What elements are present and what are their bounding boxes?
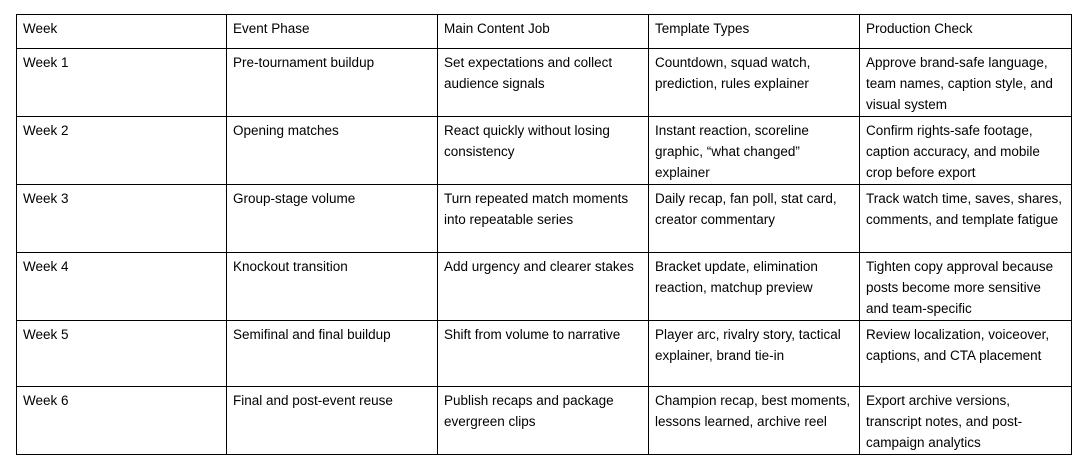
cell-main-content-job: Add urgency and clearer stakes [437, 252, 649, 321]
header-week: Week [16, 14, 227, 49]
cell-week: Week 5 [16, 320, 227, 387]
cell-event-phase: Group-stage volume [226, 184, 438, 253]
cell-week: Week 4 [16, 252, 227, 321]
cell-template-types: Instant reaction, scoreline graphic, “wh… [648, 116, 860, 185]
cell-production-check: Confirm rights-safe footage, caption acc… [859, 116, 1072, 185]
cell-event-phase: Final and post-event reuse [226, 386, 438, 455]
table-row: Week 3 Group-stage volume Turn repeated … [16, 184, 1072, 253]
cell-template-types: Champion recap, best moments, lessons le… [648, 386, 860, 455]
cell-template-types: Countdown, squad watch, prediction, rule… [648, 48, 860, 117]
content-plan-table: Week Event Phase Main Content Job Templa… [16, 14, 1072, 455]
cell-production-check: Tighten copy approval because posts beco… [859, 252, 1072, 321]
content-plan-table-container: Week Event Phase Main Content Job Templa… [16, 14, 1072, 455]
header-event-phase: Event Phase [226, 14, 438, 49]
table-row: Week 1 Pre-tournament buildup Set expect… [16, 48, 1072, 117]
cell-event-phase: Pre-tournament buildup [226, 48, 438, 117]
cell-event-phase: Semifinal and final buildup [226, 320, 438, 387]
cell-event-phase: Knockout transition [226, 252, 438, 321]
table-row: Week 6 Final and post-event reuse Publis… [16, 386, 1072, 455]
cell-production-check: Track watch time, saves, shares, comment… [859, 184, 1072, 253]
cell-main-content-job: React quickly without losing consistency [437, 116, 649, 185]
table-row: Week 2 Opening matches React quickly wit… [16, 116, 1072, 185]
table-row: Week 5 Semifinal and final buildup Shift… [16, 320, 1072, 387]
header-template-types: Template Types [648, 14, 860, 49]
cell-main-content-job: Turn repeated match moments into repeata… [437, 184, 649, 253]
cell-week: Week 3 [16, 184, 227, 253]
cell-main-content-job: Set expectations and collect audience si… [437, 48, 649, 117]
cell-main-content-job: Publish recaps and package evergreen cli… [437, 386, 649, 455]
table-header-row: Week Event Phase Main Content Job Templa… [16, 14, 1072, 49]
cell-production-check: Review localization, voiceover, captions… [859, 320, 1072, 387]
cell-template-types: Bracket update, elimination reaction, ma… [648, 252, 860, 321]
cell-week: Week 6 [16, 386, 227, 455]
cell-template-types: Daily recap, fan poll, stat card, creato… [648, 184, 860, 253]
cell-week: Week 1 [16, 48, 227, 117]
cell-week: Week 2 [16, 116, 227, 185]
cell-main-content-job: Shift from volume to narrative [437, 320, 649, 387]
cell-template-types: Player arc, rivalry story, tactical expl… [648, 320, 860, 387]
header-main-content-job: Main Content Job [437, 14, 649, 49]
cell-production-check: Approve brand-safe language, team names,… [859, 48, 1072, 117]
header-production-check: Production Check [859, 14, 1072, 49]
cell-production-check: Export archive versions, transcript note… [859, 386, 1072, 455]
table-row: Week 4 Knockout transition Add urgency a… [16, 252, 1072, 321]
cell-event-phase: Opening matches [226, 116, 438, 185]
